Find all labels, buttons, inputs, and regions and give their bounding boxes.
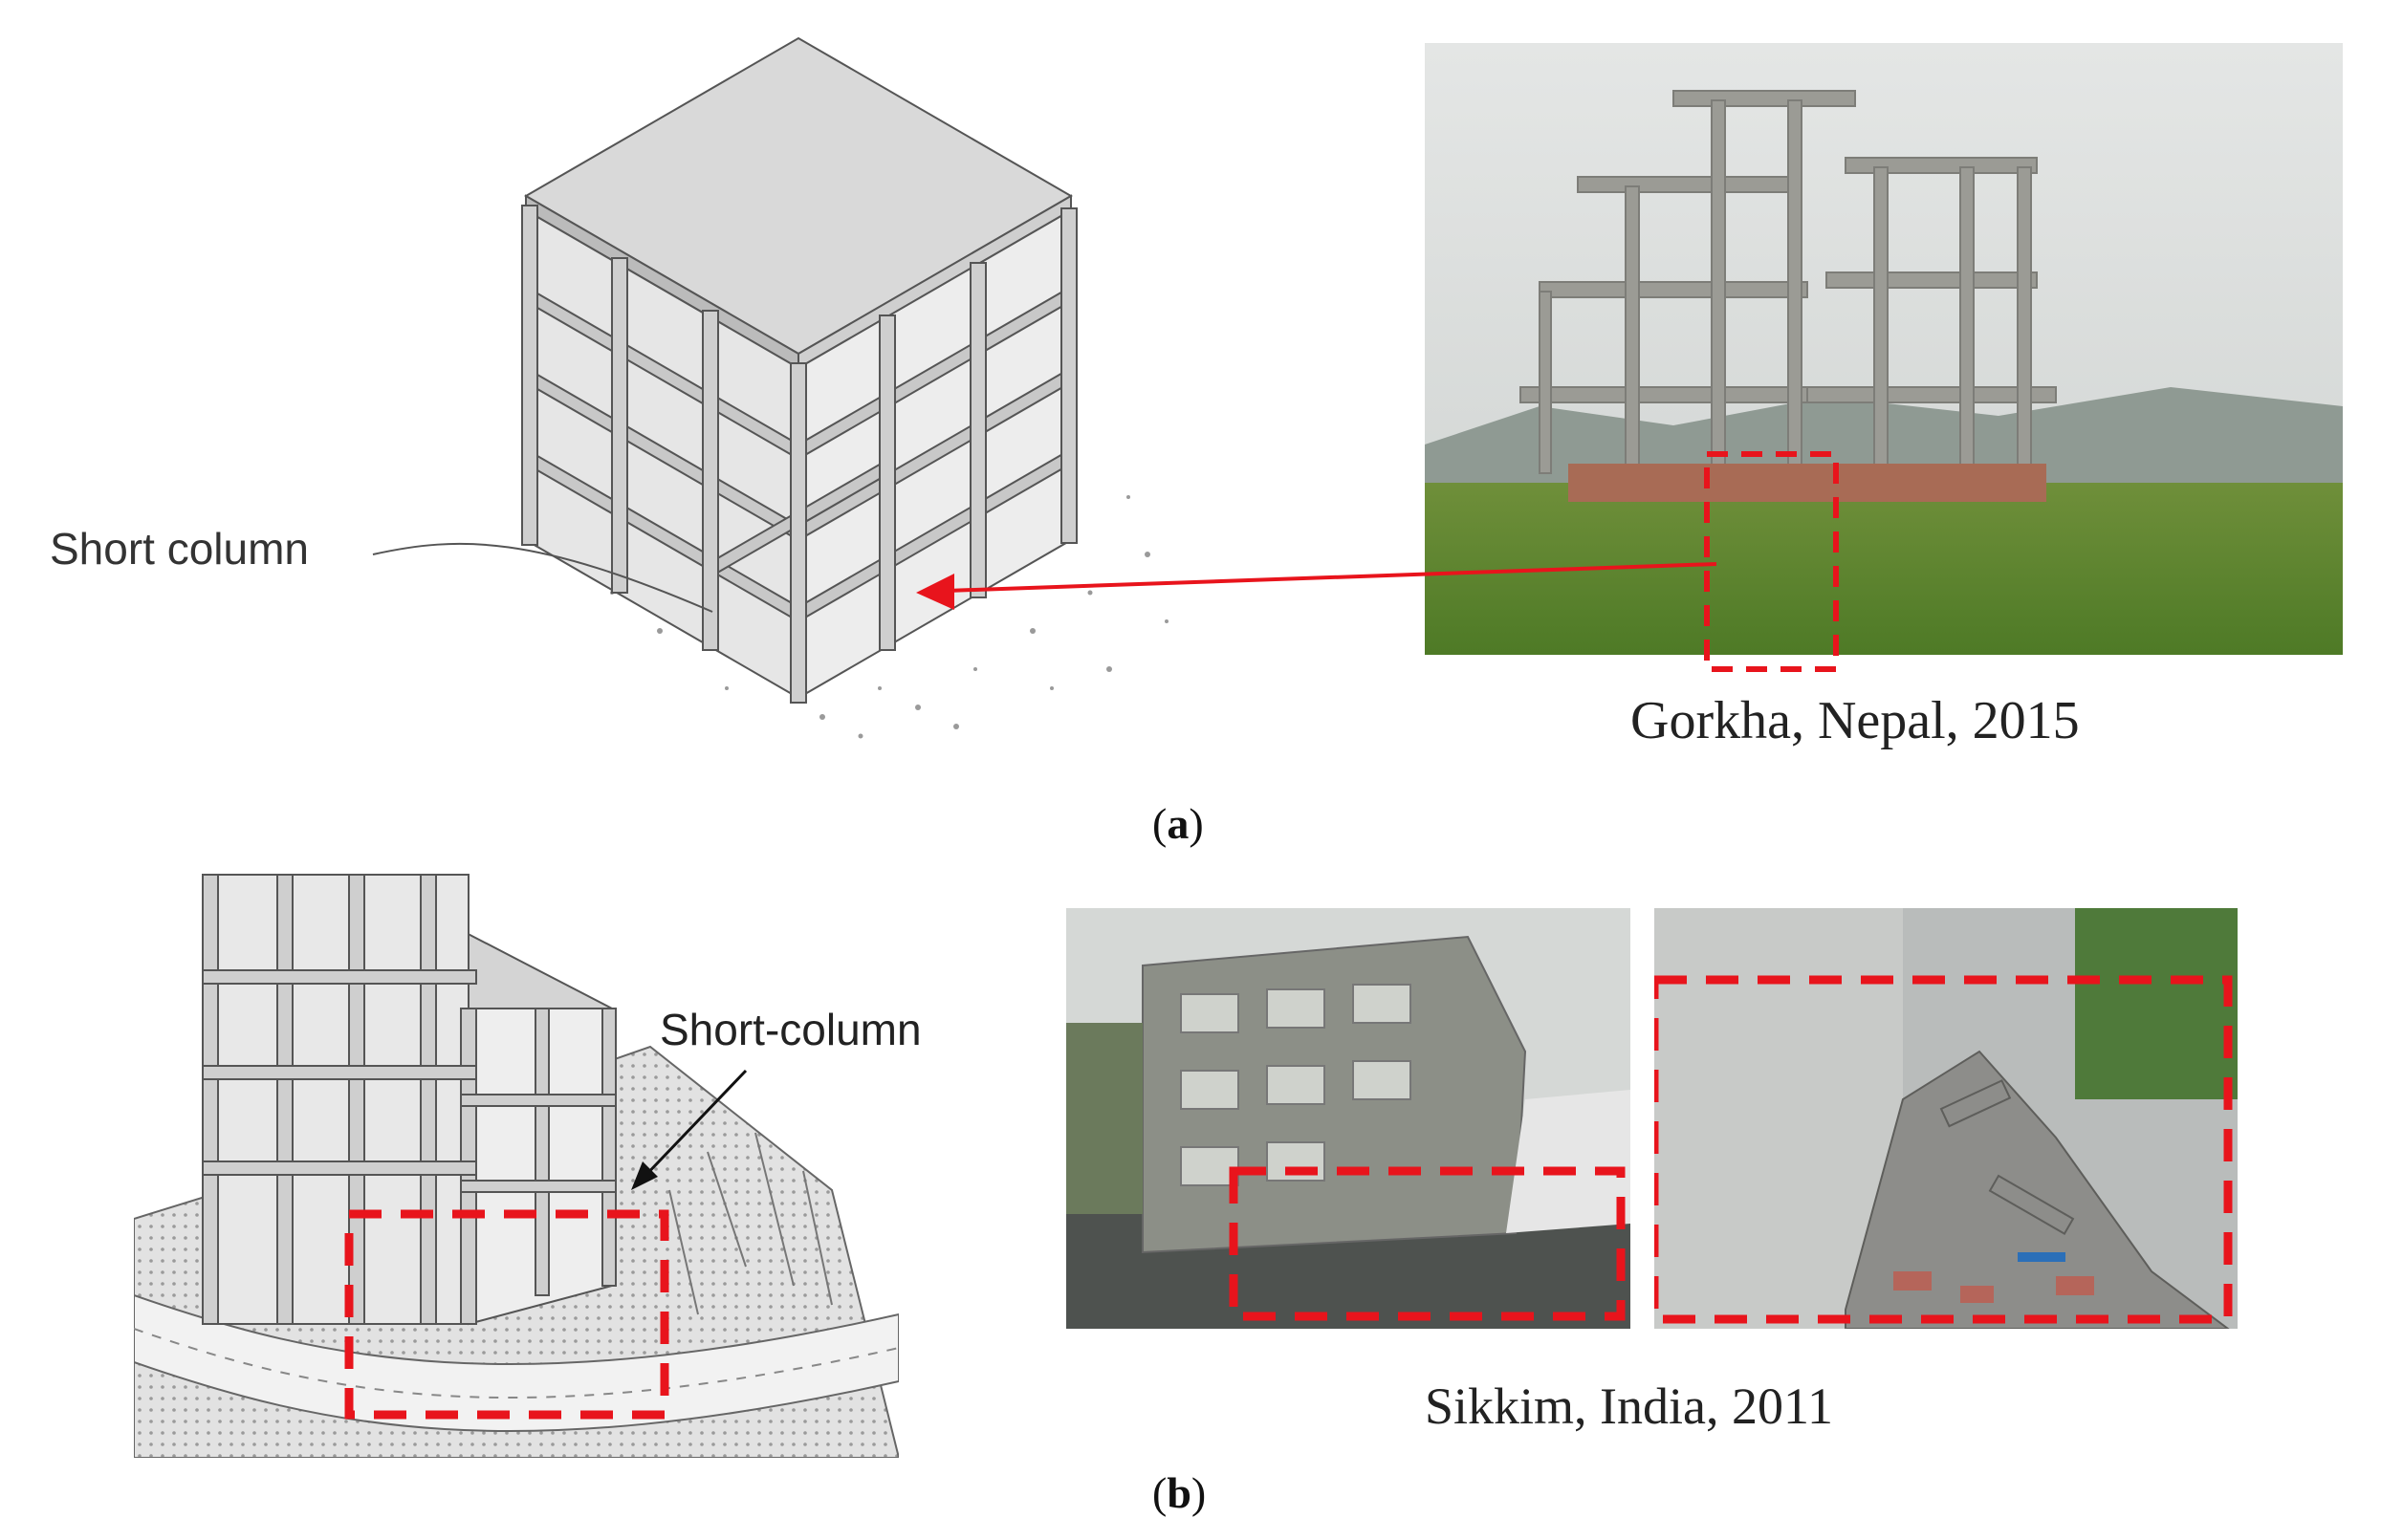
- debris-pile: [1845, 1050, 2230, 1329]
- panel-letter-b: (b): [1152, 1468, 1207, 1517]
- short-column-highlight-nepal: [1704, 451, 1839, 672]
- building-base-nepal: [1568, 464, 2046, 502]
- collapse-highlight-photo-b: [1654, 975, 2233, 1324]
- photo-sikkim-building: [1066, 908, 1630, 1329]
- link-arrow-line-a: [946, 562, 1717, 593]
- photo-caption-b: Sikkim, India, 2011: [1425, 1377, 1833, 1435]
- road-b: [134, 1293, 899, 1433]
- short-column-arrowhead-b: [631, 1161, 658, 1190]
- short-column-label-b: Short-column: [660, 1005, 922, 1054]
- short-column-arrow-b: [639, 1069, 748, 1182]
- beams-b: [202, 969, 617, 1193]
- link-arrow-head-a: [916, 574, 954, 610]
- photo-sikkim-debris: [1654, 908, 2238, 1329]
- short-column-highlight-photo-b: [1229, 1166, 1626, 1321]
- photo-caption-a: Gorkha, Nepal, 2015: [1630, 691, 2080, 750]
- cliff-lines-b: [668, 1132, 833, 1315]
- frame-drawing-b: [134, 874, 899, 1458]
- short-column-label-a: Short column: [50, 524, 309, 574]
- short-column-highlight-drawing-b: [344, 1209, 669, 1420]
- frame-drawing-a: Short column: [50, 36, 1195, 765]
- short-column-pointer-a: [372, 542, 713, 613]
- highlight-overlay-a: [916, 451, 1839, 672]
- panel-letter-a: (a): [1152, 799, 1204, 848]
- photo-gorkha-nepal: [1425, 43, 2343, 655]
- columns-a: [521, 205, 1078, 704]
